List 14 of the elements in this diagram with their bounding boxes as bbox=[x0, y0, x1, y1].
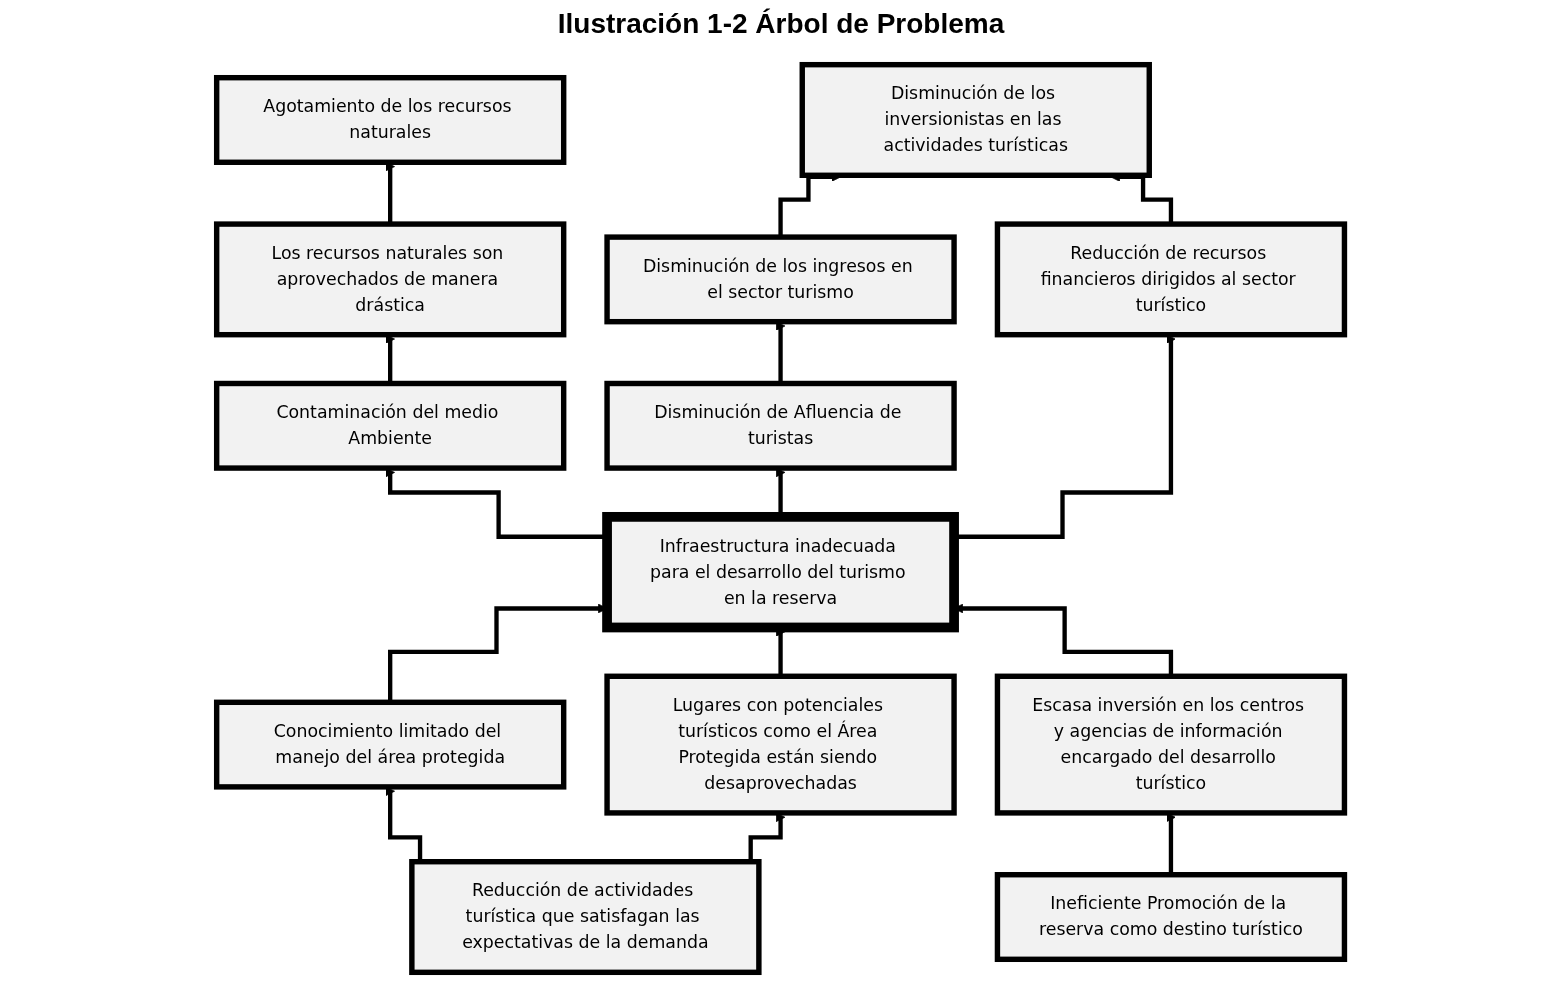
node-box: Ineficiente Promoción de la reserva como destino turístico bbox=[995, 872, 1348, 962]
node-box: Disminución de Afluencia de turistas bbox=[604, 380, 958, 471]
node-box: Disminución de los inversionistas en las actividades turísticas bbox=[800, 61, 1153, 178]
node-box: Los recursos naturales son aprovechados de manera drástica bbox=[214, 221, 567, 338]
node-box: Disminución de los ingresos en el sector turismo bbox=[604, 234, 958, 325]
node-box: Infraestructura inadecuada para el desarrollo del turismo en la reserva bbox=[602, 512, 960, 633]
node-box: Lugares con potenciales turísticos como el Área Protegida están siendo desaprovechadas bbox=[604, 673, 958, 816]
node-box: Escasa inversión en los centros y agencias de información encargado del desarrollo turístico bbox=[995, 673, 1348, 816]
node-box: Conocimiento limitado del manejo del área protegida bbox=[214, 699, 567, 790]
node-box: Reducción de recursos financieros dirigidos al sector turístico bbox=[995, 221, 1348, 338]
node-box: Contaminación del medio Ambiente bbox=[214, 380, 567, 471]
node-box: Agotamiento de los recursos naturales bbox=[214, 75, 567, 165]
diagram-title: Ilustración 1-2 Árbol de Problema bbox=[556, 8, 1006, 40]
node-box: Reducción de actividades turística que satisfagan las expectativas de la demanda bbox=[409, 859, 762, 976]
